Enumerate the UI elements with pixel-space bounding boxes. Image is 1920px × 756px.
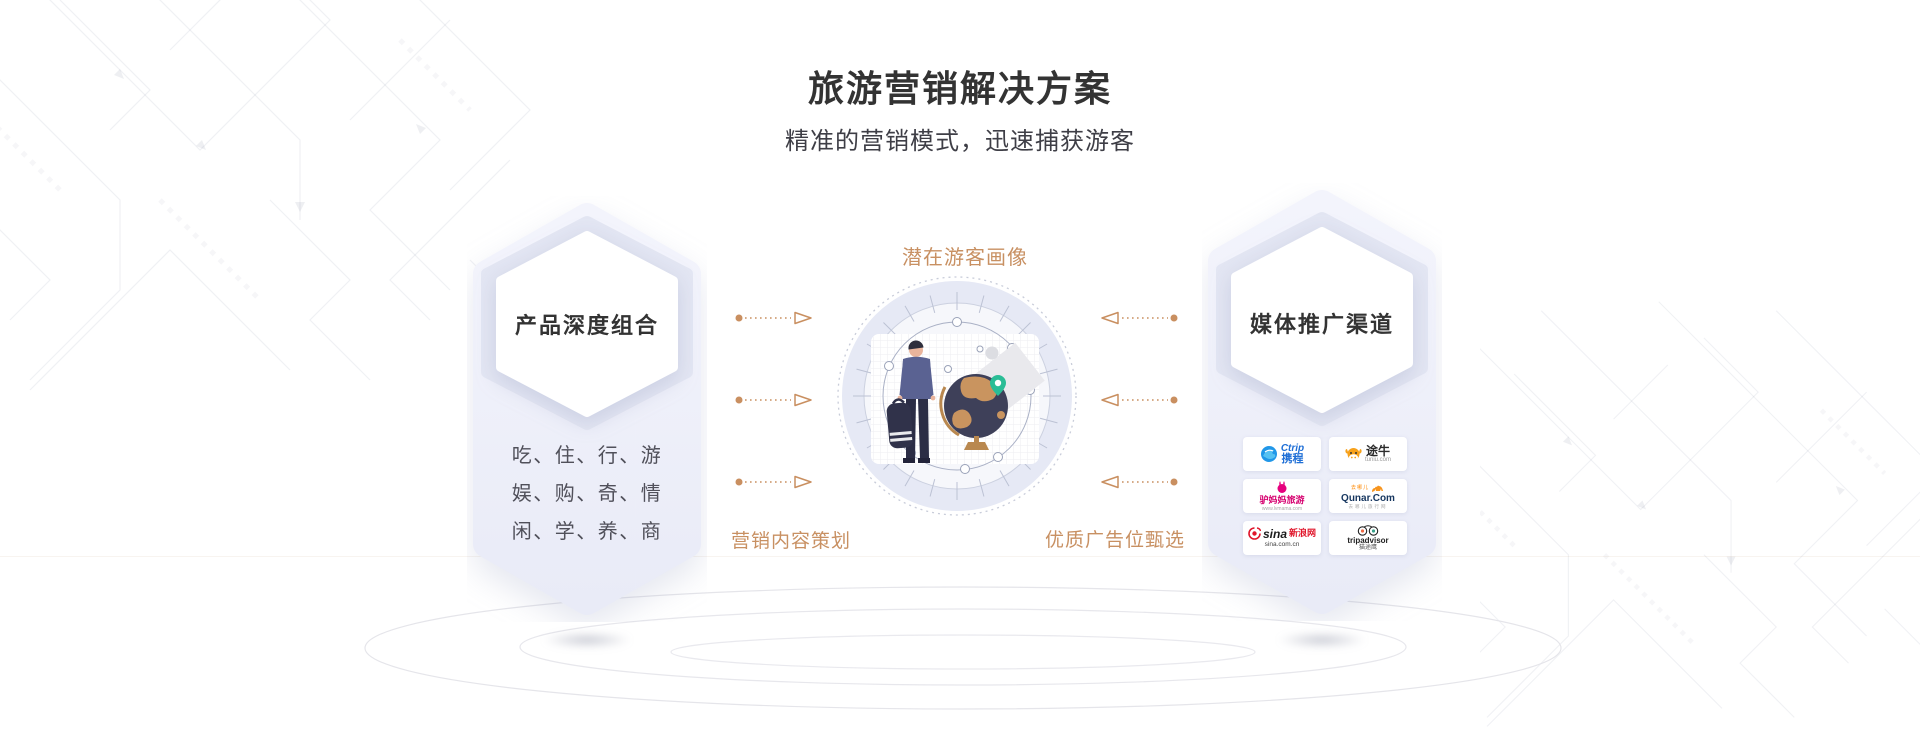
flow-arrow-right-3 <box>1101 475 1178 489</box>
logo-tuniu: 途牛 tuniu.com <box>1329 437 1407 471</box>
location-pin-icon <box>990 375 1006 396</box>
dolphin-icon <box>1260 446 1277 462</box>
tripadvisor-wordmark: tripadvisor <box>1347 535 1389 545</box>
tripadvisor-chinese: 猫途鹰 <box>1358 544 1377 551</box>
ctrip-chinese: 携程 <box>1281 452 1304 465</box>
right-card-title: 媒体推广渠道 <box>1249 312 1394 337</box>
qunar-subtext: 去哪儿旅行网 <box>1348 503 1388 509</box>
flow-arrow-left-2 <box>735 393 812 407</box>
camel-icon <box>1372 485 1383 492</box>
lvmama-url: www.lvmama.com <box>1261 505 1303 512</box>
right-card-shadow <box>1262 629 1382 651</box>
ctrip-wordmark: Ctrip <box>1280 442 1305 454</box>
logo-qunar: 去哪儿 Qunar.Com 去哪儿旅行网 <box>1329 479 1407 513</box>
flow-arrow-left-1 <box>735 311 812 325</box>
qunar-chinese: 去哪儿 <box>1350 484 1369 491</box>
right-card-shape <box>1208 190 1436 614</box>
logo-ctrip: Ctrip 携程 <box>1243 437 1321 471</box>
sina-wordmark: sina <box>1262 526 1287 541</box>
tourist-profile-dial <box>837 276 1077 516</box>
owl-icon <box>1357 524 1379 536</box>
eye-icon <box>1248 527 1261 540</box>
page-title: 旅游营销解决方案 <box>807 68 1112 109</box>
label-content-planning: 营销内容策划 <box>730 531 851 552</box>
tuniu-chinese: 途牛 <box>1365 443 1390 458</box>
sina-chinese: 新浪网 <box>1289 528 1317 538</box>
logo-sina: sina 新浪网 sina.com.cn <box>1243 521 1321 555</box>
lvmama-wordmark: 驴妈妈旅游 <box>1259 494 1305 505</box>
traveler-figure <box>886 340 936 463</box>
sina-url: sina.com.cn <box>1264 541 1300 548</box>
left-card-shadow <box>527 629 647 651</box>
rabbit-icon <box>1277 480 1287 493</box>
tuniu-url: tuniu.com <box>1364 456 1391 463</box>
cow-icon <box>1345 447 1362 461</box>
label-tourist-profile: 潜在游客画像 <box>902 247 1028 269</box>
left-card-title: 产品深度组合 <box>514 313 659 338</box>
media-logo-grid: Ctrip 携程 途牛 tuniu.com <box>1243 437 1407 555</box>
label-ad-selection: 优质广告位甄选 <box>1044 530 1185 551</box>
floor-ellipses <box>364 586 1562 710</box>
globe-icon <box>939 374 1008 450</box>
left-card-shape <box>473 203 701 615</box>
logo-lvmama: 驴妈妈旅游 www.lvmama.com <box>1243 479 1321 513</box>
section-divider <box>0 556 1920 557</box>
flow-arrow-right-2 <box>1101 393 1178 407</box>
traveler-illustration <box>886 340 1045 463</box>
flow-arrow-left-3 <box>735 475 812 489</box>
list-line: 娱、购、奇、情 <box>511 483 663 505</box>
list-line: 吃、住、行、游 <box>511 445 663 467</box>
list-line: 闲、学、养、商 <box>511 521 663 543</box>
qunar-wordmark: Qunar.Com <box>1341 492 1395 504</box>
flow-arrow-right-1 <box>1101 311 1178 325</box>
left-card-list: 吃、住、行、游 娱、购、奇、情 闲、学、养、商 <box>457 437 717 551</box>
page-subtitle: 精准的营销模式，迅速捕获游客 <box>785 128 1135 155</box>
logo-tripadvisor: tripadvisor 猫途鹰 <box>1329 521 1407 555</box>
